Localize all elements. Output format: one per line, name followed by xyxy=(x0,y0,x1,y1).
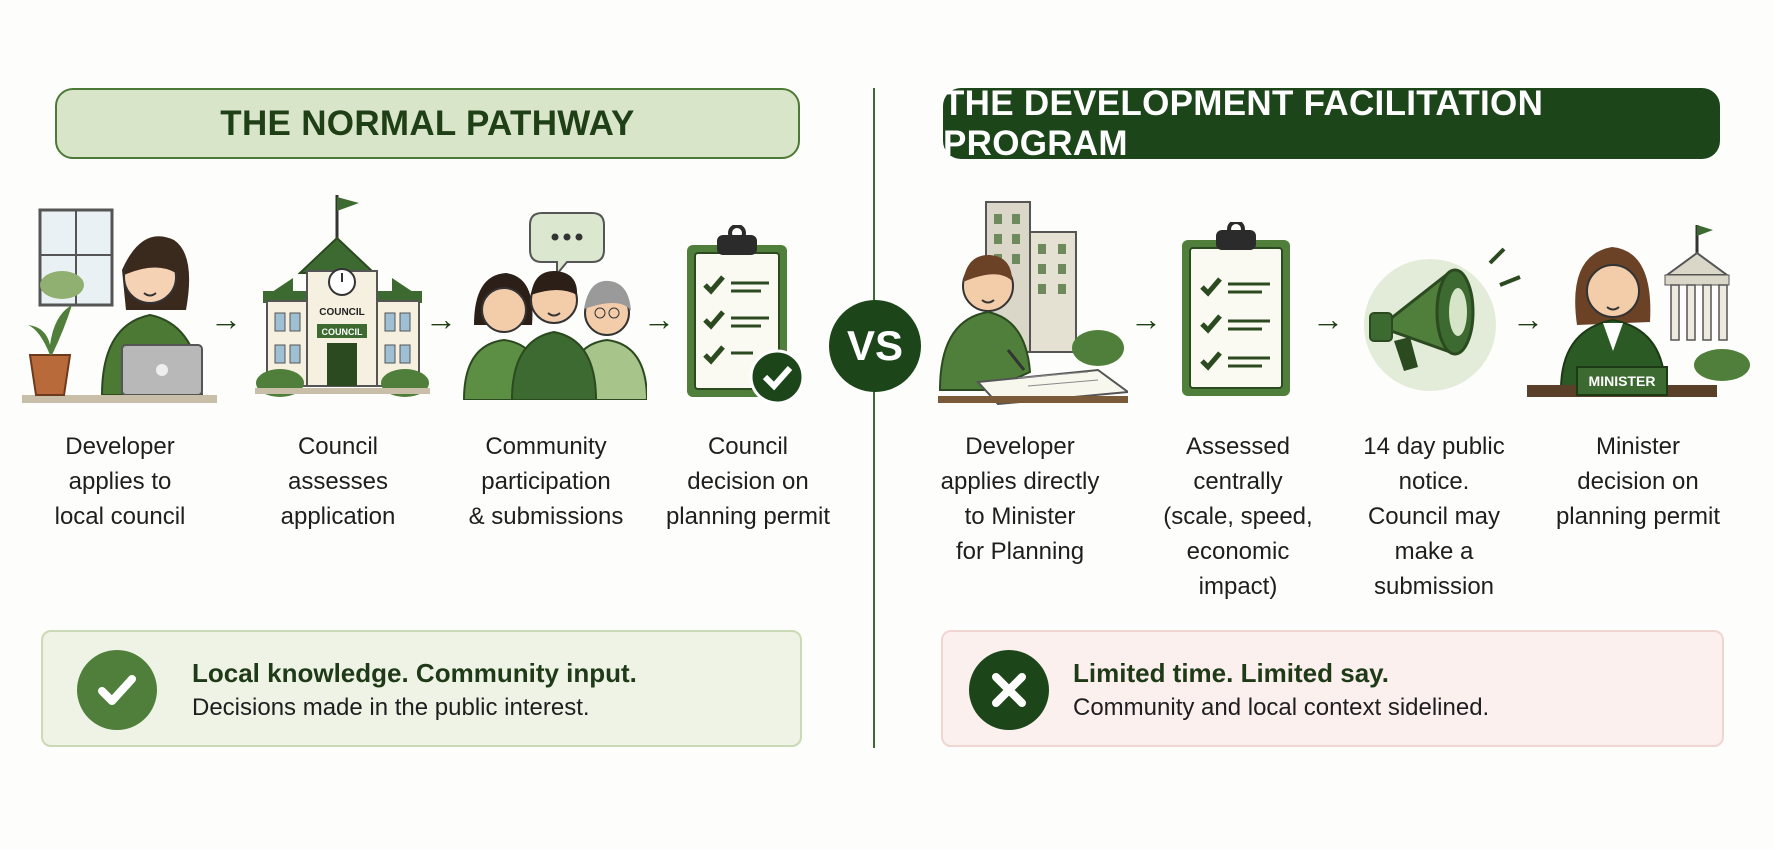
arrow-right-icon: → xyxy=(643,301,675,337)
arrow-right-icon: → xyxy=(1130,301,1162,337)
dfp-callout: Limited time. Limited say. Community and… xyxy=(941,630,1724,747)
step-label-public-notice: 14 day public notice. Council may make a… xyxy=(1363,433,1505,600)
arrow-right-icon: → xyxy=(1312,301,1344,337)
step-label-council-assesses: Council assesses application xyxy=(280,433,396,530)
megaphone-icon xyxy=(1364,247,1521,391)
cross-icon xyxy=(969,650,1049,730)
step-label-assessed-centrally: Assessed centrally (scale, speed, econom… xyxy=(1163,433,1313,600)
community-group-icon xyxy=(462,212,647,400)
developer-laptop-icon xyxy=(22,208,217,403)
dfp-callout-body: Community and local context sidelined. xyxy=(1073,694,1490,721)
council-building-icon: COUNCIL COUNCIL xyxy=(255,195,430,397)
step-label-council-decision: Council decision on planning permit xyxy=(665,433,831,530)
normal-callout-headline: Local knowledge. Community input. xyxy=(192,658,637,688)
arrow-right-icon: → xyxy=(210,301,242,337)
minister-icon: MINISTER xyxy=(1527,225,1750,397)
arrow-right-icon: → xyxy=(425,301,457,337)
clipboard-checklist-icon xyxy=(1182,222,1290,396)
check-icon xyxy=(77,650,157,730)
vs-badge: VS xyxy=(829,300,921,392)
normal-callout-body: Decisions made in the public interest. xyxy=(192,694,590,721)
arrow-right-icon: → xyxy=(1512,301,1544,337)
council-banner-text: COUNCIL xyxy=(322,327,363,337)
clipboard-approved-icon xyxy=(687,225,805,405)
normal-pathway-callout: Local knowledge. Community input. Decisi… xyxy=(41,630,802,747)
normal-pathway-title: THE NORMAL PATHWAY xyxy=(55,88,800,159)
developer-plans-icon xyxy=(938,201,1128,405)
step-label-minister-decision: Minister decision on planning permit xyxy=(1555,433,1721,530)
minister-desk-sign: MINISTER xyxy=(1589,373,1656,389)
dfp-title: THE DEVELOPMENT FACILITATION PROGRAM xyxy=(943,84,1720,163)
dfp-callout-headline: Limited time. Limited say. xyxy=(1073,658,1389,688)
step-label-developer-applies-minister: Developer applies directly to Minister f… xyxy=(940,433,1100,565)
center-divider xyxy=(873,88,875,748)
council-sign-text: COUNCIL xyxy=(319,307,365,318)
step-label-community-participation: Community participation & submissions xyxy=(468,433,624,530)
step-label-developer-applies: Developer applies to local council xyxy=(54,433,186,530)
